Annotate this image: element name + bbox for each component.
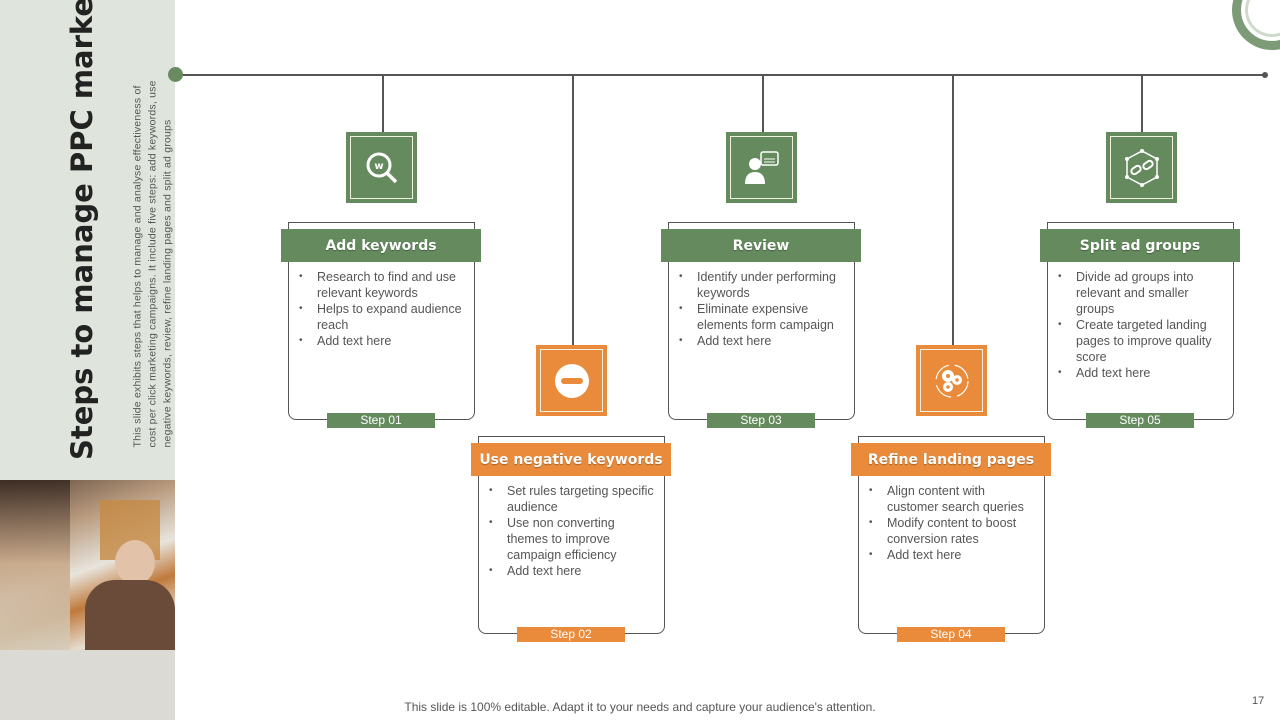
page-number: 17 — [1252, 695, 1265, 707]
person-review-icon — [726, 132, 797, 203]
step-label: Step 03 — [707, 413, 815, 428]
step-title: Refine landing pages — [851, 443, 1051, 476]
connector — [762, 75, 764, 132]
page-title: Steps to manage PPC marketing campaigns — [65, 0, 99, 460]
step-title: Review — [661, 229, 861, 262]
bullet: Identify under performing keywords — [679, 269, 846, 301]
bullet: Set rules targeting specific audience — [489, 483, 656, 515]
svg-text:w: w — [374, 161, 383, 172]
split-link-icon — [1106, 132, 1177, 203]
bullet: Add text here — [489, 563, 656, 579]
footer-note: This slide is 100% editable. Adapt it to… — [404, 700, 876, 714]
bullet: Add text here — [679, 333, 846, 349]
bullet: Helps to expand audience reach — [299, 301, 466, 333]
bullet: Align content with customer search queri… — [869, 483, 1036, 515]
keyword-search-icon: w — [346, 132, 417, 203]
bullet: Eliminate expensive elements form campai… — [679, 301, 846, 333]
step-card-negative-keywords: Use negative keywords Set rules targetin… — [471, 436, 671, 642]
team-photo — [0, 480, 175, 720]
connector — [952, 75, 954, 345]
step-label: Step 01 — [327, 413, 435, 428]
step-label: Step 02 — [517, 627, 625, 642]
bullet: Add text here — [869, 547, 1036, 563]
page-description: This slide exhibits steps that helps to … — [131, 80, 174, 448]
step-card-add-keywords: Add keywords Research to find and use re… — [281, 222, 481, 428]
connector — [382, 75, 384, 132]
bullet: Divide ad groups into relevant and small… — [1058, 269, 1225, 317]
step-label: Step 05 — [1086, 413, 1194, 428]
sidebar: Steps to manage PPC marketing campaigns … — [0, 0, 175, 480]
timeline-line — [176, 74, 1266, 76]
step-title: Use negative keywords — [471, 443, 671, 476]
step-label: Step 04 — [897, 627, 1005, 642]
timeline-start-dot — [168, 67, 183, 82]
bullet: Create targeted landing pages to improve… — [1058, 317, 1225, 365]
step-title: Split ad groups — [1040, 229, 1240, 262]
bullet: Add text here — [299, 333, 466, 349]
bullet: Use non converting themes to improve cam… — [489, 515, 656, 563]
connector — [572, 75, 574, 345]
step-card-review: Review Identify under performing keyword… — [661, 222, 861, 428]
bullet: Add text here — [1058, 365, 1225, 381]
minus-circle-icon — [536, 345, 607, 416]
connector — [1141, 75, 1143, 132]
step-card-split-ad-groups: Split ad groups Divide ad groups into re… — [1040, 222, 1240, 428]
step-card-refine-landing-pages: Refine landing pages Align content with … — [851, 436, 1051, 642]
timeline-end-dot — [1262, 72, 1268, 78]
gears-icon — [916, 345, 987, 416]
bullet: Research to find and use relevant keywor… — [299, 269, 466, 301]
decorative-ring — [1232, 0, 1280, 50]
bullet: Modify content to boost conversion rates — [869, 515, 1036, 547]
step-title: Add keywords — [281, 229, 481, 262]
